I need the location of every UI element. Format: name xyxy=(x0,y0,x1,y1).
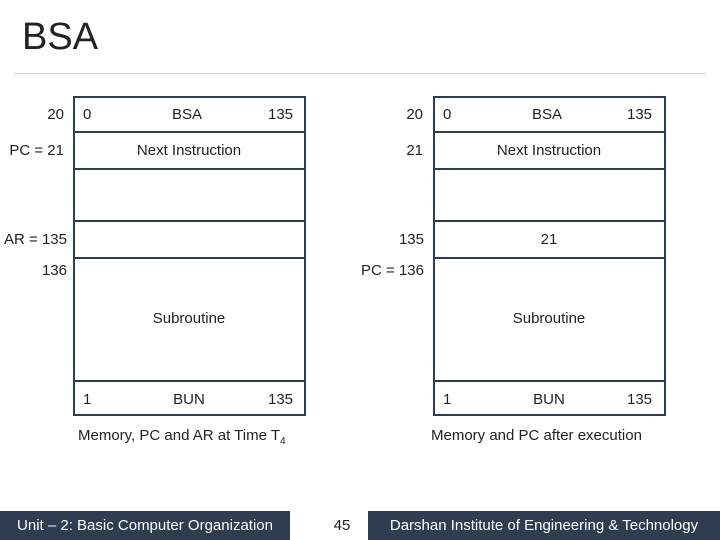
right-row-divider xyxy=(433,220,666,222)
left-row-divider xyxy=(73,220,306,222)
left-opcode-bun: BUN xyxy=(173,391,205,408)
right-address-21: 21 xyxy=(406,142,423,159)
right-row-divider xyxy=(433,380,666,382)
left-memory-box xyxy=(73,96,306,416)
left-subroutine-label: Subroutine xyxy=(152,310,226,327)
footer-unit-title: Unit – 2: Basic Computer Organization xyxy=(0,511,290,540)
footer-institute: Darshan Institute of Engineering & Techn… xyxy=(368,511,720,540)
left-caption-subscript: 4 xyxy=(280,436,286,447)
right-row-divider xyxy=(433,131,666,133)
right-next-instruction: Next Instruction xyxy=(496,142,602,159)
left-pc-label: PC = 21 xyxy=(9,142,64,159)
left-address-field: 135 xyxy=(268,106,294,123)
left-caption-text: Memory, PC and AR at Time T xyxy=(78,427,281,444)
right-opcode-bun: BUN xyxy=(533,391,565,408)
left-address-136: 136 xyxy=(41,262,67,279)
right-caption: Memory and PC after execution xyxy=(431,427,642,444)
left-row-divider xyxy=(73,131,306,133)
left-ar-label: AR = 135 xyxy=(4,231,67,248)
right-pc-label: PC = 136 xyxy=(361,262,424,279)
footer-bar: Unit – 2: Basic Computer Organization 45… xyxy=(0,511,720,540)
right-memory-box xyxy=(433,96,666,416)
left-row-divider xyxy=(73,380,306,382)
right-row-divider xyxy=(433,257,666,259)
left-indirect-bit: 0 xyxy=(83,106,92,123)
left-row-divider xyxy=(73,168,306,170)
right-opcode-bsa: BSA xyxy=(531,106,563,123)
left-bun-address: 135 xyxy=(268,391,294,408)
left-caption: Memory, PC and AR at Time T4 xyxy=(78,427,286,447)
right-location-135-content: 21 xyxy=(540,231,558,248)
left-row-divider xyxy=(73,257,306,259)
right-bun-address: 135 xyxy=(627,391,653,408)
right-address-20: 20 xyxy=(406,106,423,123)
left-bun-indirect-bit: 1 xyxy=(83,391,92,408)
right-bun-indirect-bit: 1 xyxy=(443,391,452,408)
right-subroutine-label: Subroutine xyxy=(512,310,586,327)
page-number: 45 xyxy=(333,517,351,534)
left-address-20: 20 xyxy=(47,106,64,123)
left-opcode-bsa: BSA xyxy=(171,106,203,123)
right-address-135: 135 xyxy=(398,231,424,248)
title-divider xyxy=(14,73,706,74)
slide-title: BSA xyxy=(22,16,99,58)
left-next-instruction: Next Instruction xyxy=(136,142,242,159)
right-address-field: 135 xyxy=(627,106,653,123)
right-row-divider xyxy=(433,168,666,170)
right-indirect-bit: 0 xyxy=(443,106,452,123)
